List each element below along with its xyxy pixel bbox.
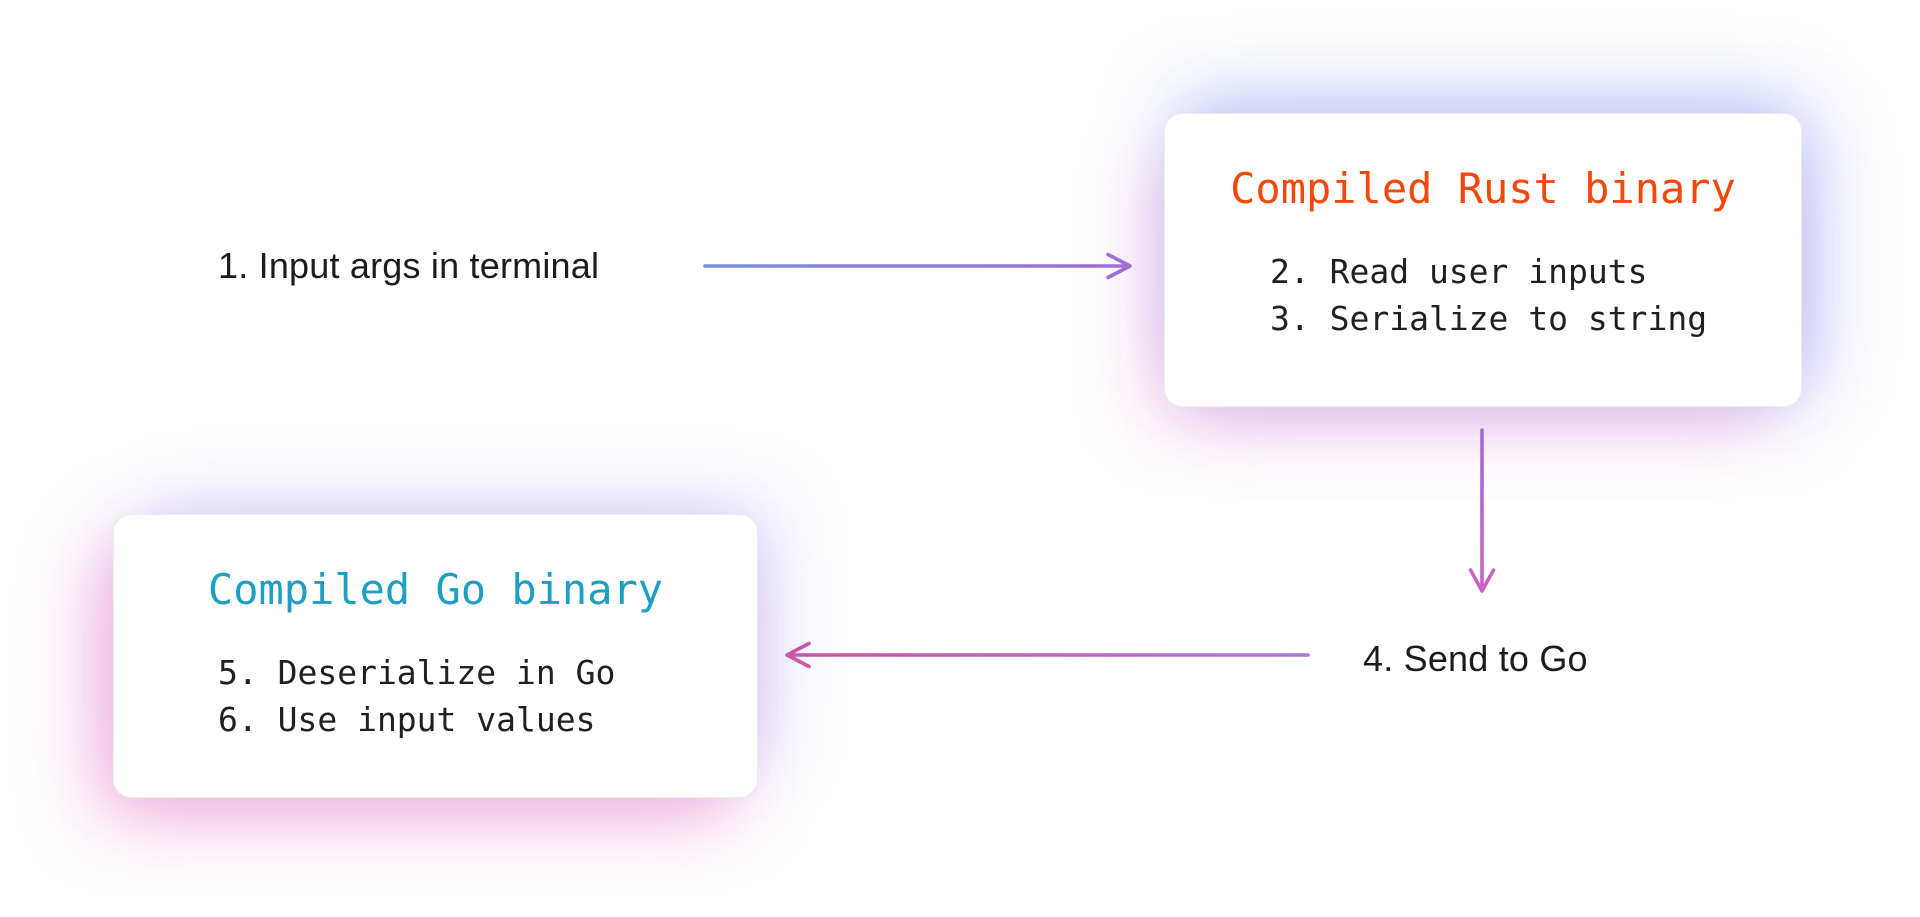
rust-step-3: 3. Serialize to string: [1270, 299, 1708, 338]
rust-step-2: 2. Read user inputs: [1270, 252, 1648, 291]
go-card-steps: 5. Deserialize in Go 6. Use input values: [218, 649, 757, 743]
go-step-6: 6. Use input values: [218, 700, 596, 739]
rust-card-steps: 2. Read user inputs 3. Serialize to stri…: [1270, 248, 1801, 342]
go-step-5: 5. Deserialize in Go: [218, 653, 616, 692]
rust-card-title: Compiled Rust binary: [1230, 164, 1736, 213]
arrow-right-icon: [703, 250, 1135, 282]
arrow-down-icon: [1464, 428, 1500, 598]
step4-label: 4. Send to Go: [1363, 638, 1588, 679]
rust-binary-card: Compiled Rust binary 2. Read user inputs…: [1164, 113, 1802, 407]
go-card-title: Compiled Go binary: [207, 565, 664, 614]
arrow-left-icon: [782, 639, 1310, 671]
step1-label: 1. Input args in terminal: [218, 245, 600, 286]
go-binary-card: Compiled Go binary 5. Deserialize in Go …: [113, 514, 758, 798]
